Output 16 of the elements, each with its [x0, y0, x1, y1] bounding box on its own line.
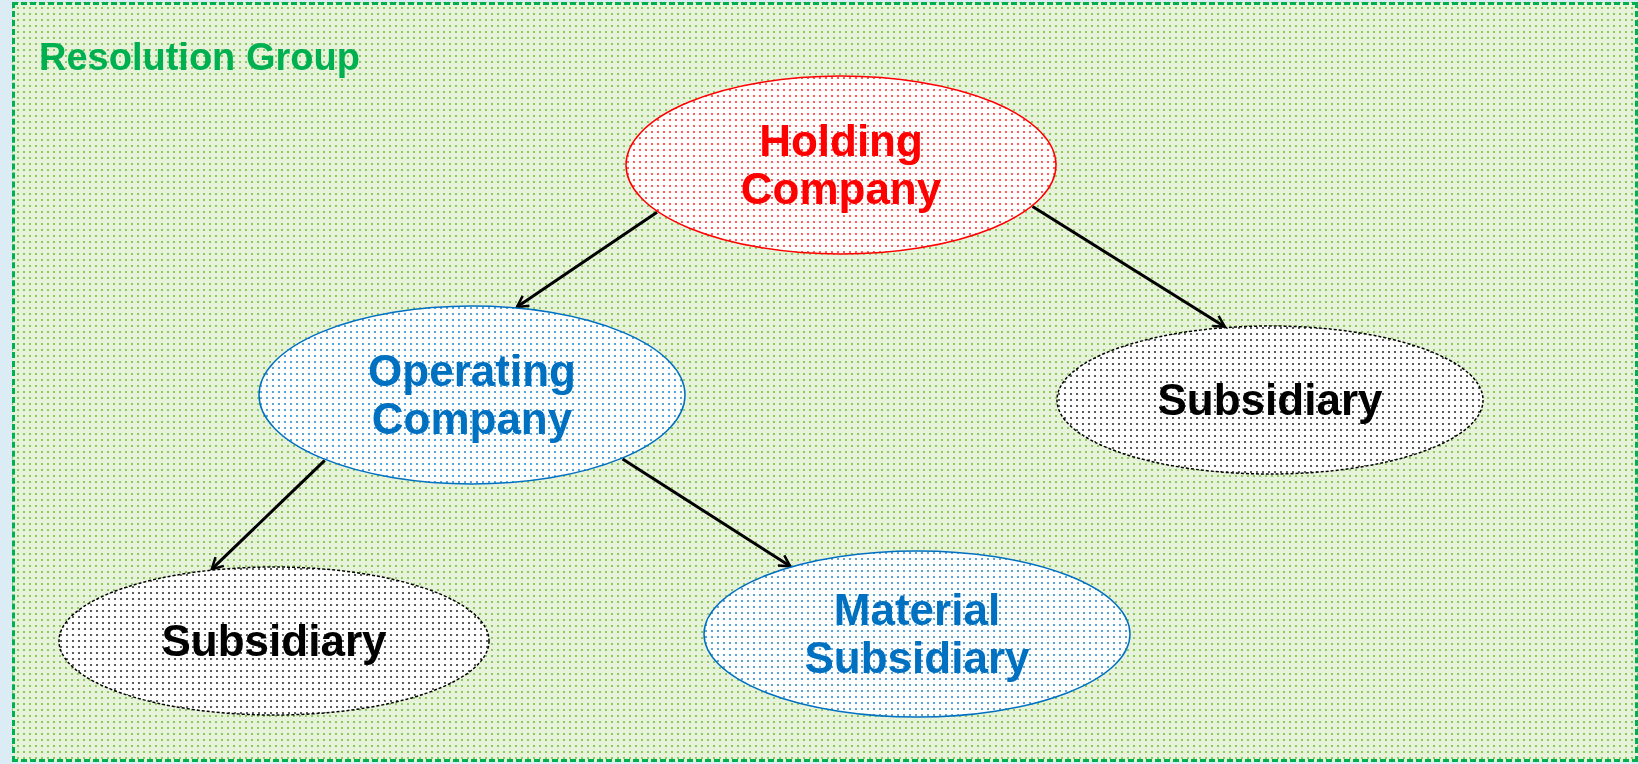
node-label: Operating Company: [367, 346, 577, 444]
node-label: Holding Company: [739, 116, 943, 214]
oval-node: [703, 550, 1131, 718]
arrow: [515, 210, 658, 309]
node-label: Subsidiary: [161, 616, 387, 666]
node-label: Subsidiary: [1157, 375, 1383, 425]
oval-node: [58, 566, 490, 716]
group-region: [12, 2, 1638, 762]
node-label: Material Subsidiary: [803, 585, 1031, 683]
oval-node: [625, 75, 1057, 255]
group-title: Resolution Group: [39, 38, 360, 76]
arrow: [621, 457, 792, 568]
oval-node: [258, 305, 686, 485]
arrow: [1031, 205, 1226, 328]
arrow: [210, 459, 326, 571]
oval-node: [1056, 325, 1484, 475]
